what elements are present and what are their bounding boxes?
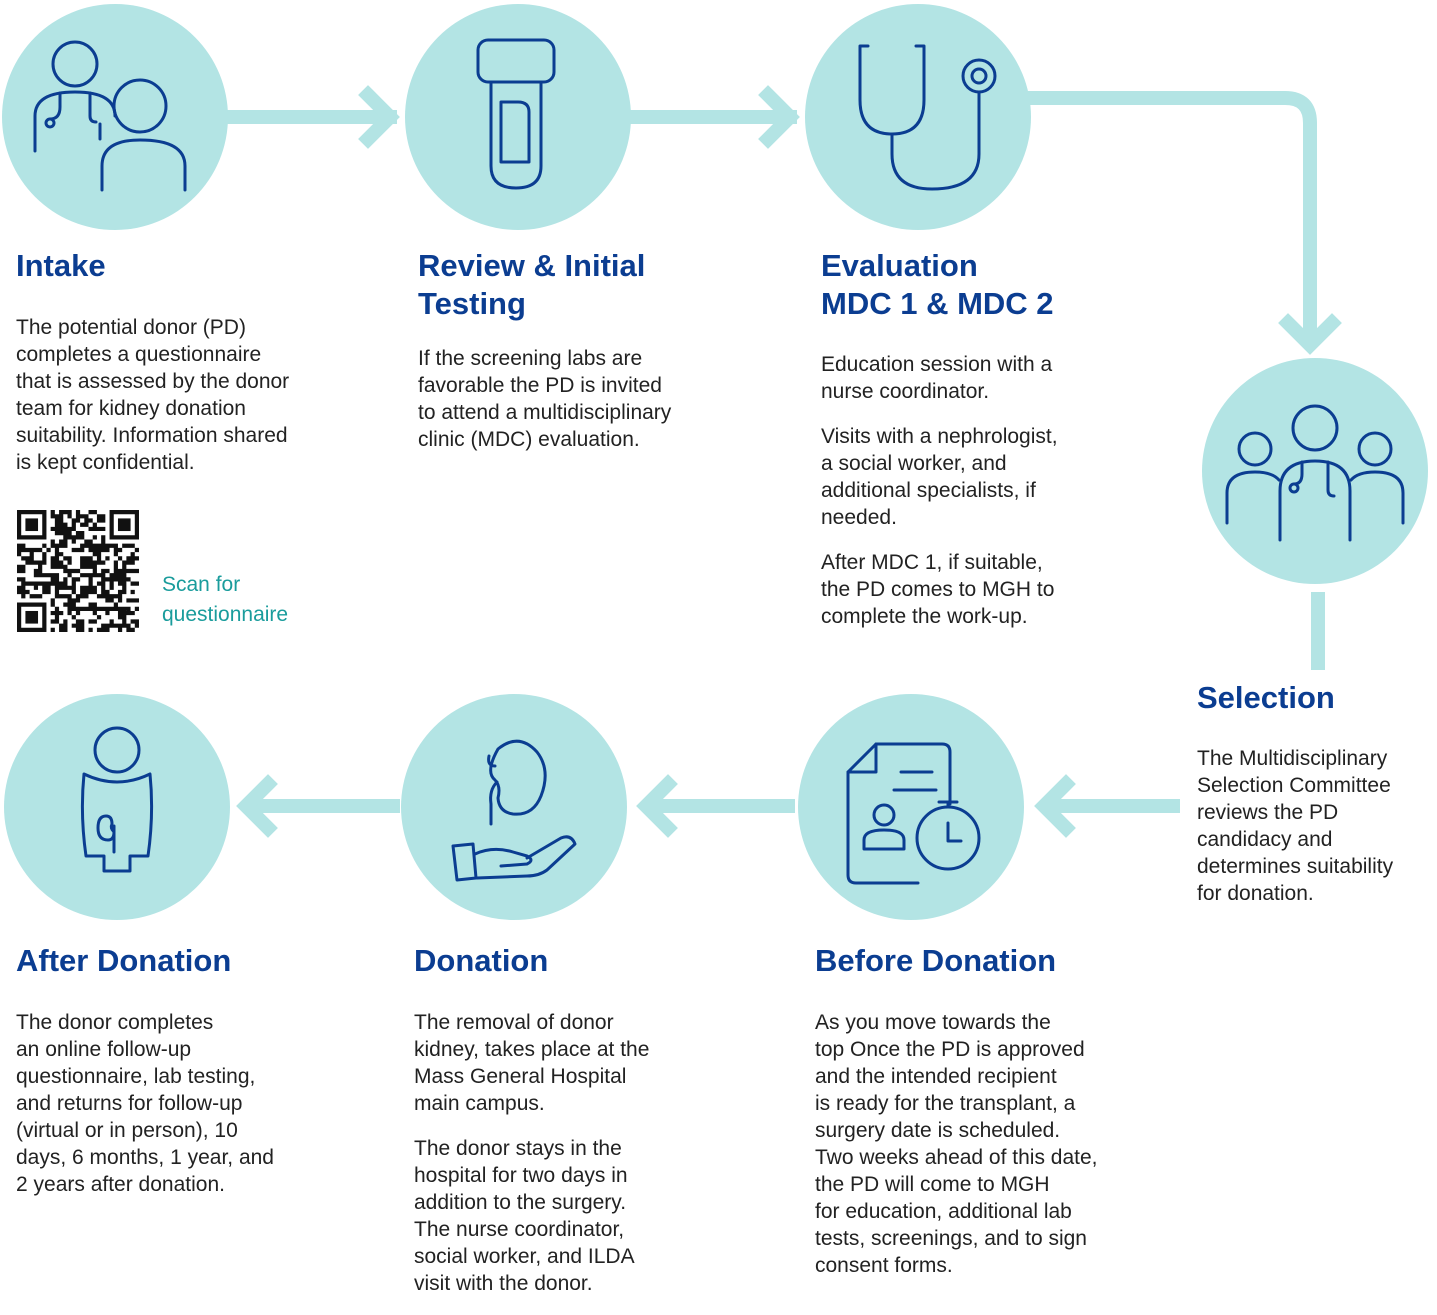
review-paragraph: If the screening labs are favorable the … <box>418 347 672 451</box>
document-clock-icon <box>846 742 981 885</box>
evaluation-paragraph: After MDC 1, if suitable, the PD comes t… <box>821 551 1055 628</box>
evaluation-paragraph: Visits with a nephrologist, a social wor… <box>821 425 1058 529</box>
after-circle <box>4 694 230 920</box>
evaluation-circle <box>805 4 1031 230</box>
intake-description: The potential donor (PD) completes a que… <box>16 314 289 494</box>
intake-circle <box>2 4 228 230</box>
review-description: If the screening labs are favorable the … <box>418 345 671 471</box>
committee-icon <box>1225 404 1405 542</box>
before-paragraph: As you move towards the top Once the PD … <box>815 1011 1098 1277</box>
kidney-hand-icon <box>451 739 577 882</box>
selection-description: The Multidisciplinary Selection Committe… <box>1197 745 1393 925</box>
person-kidney-icon <box>80 726 154 873</box>
arrow-before-to-donation <box>636 774 795 838</box>
qr-code-icon[interactable] <box>16 510 140 632</box>
intake-paragraph: The potential donor (PD) completes a que… <box>16 316 290 474</box>
after-paragraph: The donor completes an online follow-up … <box>16 1011 274 1196</box>
evaluation-title: Evaluation MDC 1 & MDC 2 <box>821 248 1054 321</box>
intake-title: Intake <box>16 248 106 283</box>
selection-paragraph: The Multidisciplinary Selection Committe… <box>1197 747 1394 905</box>
arrow-intake-to-review <box>221 85 400 149</box>
selection-title: Selection <box>1197 680 1335 715</box>
evaluation-description: Education session with a nurse coordinat… <box>821 351 1058 648</box>
stethoscope-icon <box>858 44 997 191</box>
doctor-patient-icon <box>33 40 187 192</box>
arrow-selection-to-before <box>1034 774 1180 838</box>
donation-paragraph: The removal of donor kidney, takes place… <box>414 1011 650 1115</box>
selection-circle <box>1202 358 1428 584</box>
before-description: As you move towards the top Once the PD … <box>815 1009 1098 1297</box>
after-description: The donor completes an online follow-up … <box>16 1009 274 1216</box>
review-circle <box>405 4 631 230</box>
arrow-review-to-evaluation <box>621 85 800 149</box>
arrow-donation-to-after <box>236 774 400 838</box>
before-title: Before Donation <box>815 943 1057 978</box>
qr-caption: Scan for questionnaire <box>162 573 289 626</box>
before-circle <box>798 694 1024 920</box>
evaluation-paragraph: Education session with a nurse coordinat… <box>821 353 1053 403</box>
donation-description: The removal of donor kidney, takes place… <box>414 1009 649 1315</box>
test-tube-icon <box>476 38 556 190</box>
review-title: Review & Initial Testing <box>418 248 646 321</box>
donation-circle <box>401 694 627 920</box>
after-title: After Donation <box>16 943 232 978</box>
donation-paragraph: The donor stays in the hospital for two … <box>414 1137 635 1295</box>
donation-title: Donation <box>414 943 549 978</box>
arrow-evaluation-to-selection <box>1028 91 1342 355</box>
